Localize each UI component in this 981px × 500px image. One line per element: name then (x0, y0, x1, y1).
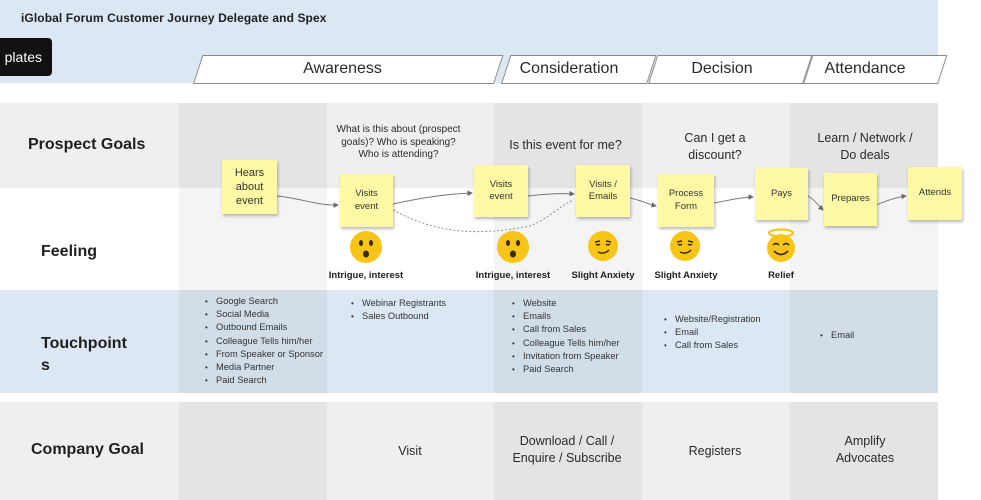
feeling-awareness: Intrigue, interest (328, 270, 404, 281)
list-item: Google Search (205, 295, 323, 308)
row-label-feeling: Feeling (41, 243, 98, 260)
list-item: Website/Registration (664, 313, 761, 326)
sticky-hears-about-event[interactable]: Hears about event (222, 160, 277, 214)
row-label-prospect-goals: Prospect Goals (28, 136, 146, 153)
sticky-attends[interactable]: Attends (908, 167, 962, 220)
company-goal-awareness: Visit (398, 444, 422, 458)
connector-visits-to-visits (392, 190, 473, 205)
list-item: Invitation from Speaker (512, 350, 619, 363)
connector-prepares-to-attends (875, 193, 907, 206)
goal-attendance-line1: Learn / Network / (817, 131, 913, 145)
connector-visits-dotted (392, 199, 575, 233)
row-label-touchpoints-line1: Touchpoint (41, 335, 127, 352)
list-item: Colleague Tells him/her (512, 337, 620, 350)
company-goal-consideration-line2: Enquire / Subscribe (512, 451, 622, 465)
connector-hears-to-visits (276, 195, 339, 208)
list-item: Email (820, 329, 854, 342)
list-item: Call from Sales (664, 339, 761, 352)
sticky-prepares[interactable]: Prepares (824, 173, 877, 226)
page-title: iGlobal Forum Customer Journey Delegate … (21, 11, 327, 25)
goal-decision: Can I get a discount? (650, 130, 780, 164)
goal-decision-line2: discount? (688, 148, 742, 162)
list-item: Media Partner (205, 361, 323, 374)
touchpoints-consideration-list: Website Emails Call from Sales Colleague… (510, 297, 620, 376)
list-item: Paid Search (205, 374, 323, 387)
company-goal-decision: Registers (688, 444, 742, 458)
surprised-face-icon-2 (497, 231, 529, 263)
row-gap (0, 393, 940, 402)
touchpoints-row (0, 290, 938, 393)
list-item: Webinar Registrants (351, 297, 446, 310)
list-item: Website (512, 297, 619, 310)
stage-consideration[interactable]: Consideration (519, 60, 619, 77)
stage-attendance[interactable]: Attendance (824, 60, 906, 77)
sticky-visits-event-2[interactable]: Visits event (474, 165, 528, 217)
list-item: Email (664, 326, 761, 339)
touchpoints-decision-list: Website/Registration Email Call from Sal… (662, 313, 761, 353)
company-goal-attendance: Amplify Advocates (795, 433, 935, 467)
connector-pays-to-prepares (807, 195, 824, 211)
list-item: From Speaker or Sponsor (205, 348, 323, 361)
touchpoints-awareness-list-1: Google Search Social Media Outbound Emai… (203, 295, 323, 388)
row-label-touchpoints-line2: s (41, 357, 50, 374)
templates-button[interactable]: plates (0, 38, 52, 76)
list-item: Call from Sales (512, 323, 619, 336)
smirk-face-icon-2 (670, 231, 700, 261)
halo-smile-face-icon (767, 228, 795, 262)
list-item: Colleague Tells him/her (205, 335, 323, 348)
stage-decision[interactable]: Decision (691, 60, 753, 77)
company-goal-consideration: Download / Call / Enquire / Subscribe (494, 433, 640, 467)
list-item: Paid Search (512, 363, 619, 376)
goal-consideration: Is this event for me? (509, 138, 622, 152)
touchpoints-attendance-list: Email (818, 329, 854, 342)
list-item: Sales Outbound (351, 310, 446, 323)
connector-form-to-pays (713, 194, 754, 204)
feeling-decision: Slight Anxiety (654, 270, 718, 281)
goal-awareness: What is this about (prospect goals)? Who… (336, 124, 461, 160)
sticky-visits-event-1[interactable]: Visits event (340, 174, 393, 227)
goal-attendance-line2: Do deals (840, 148, 890, 162)
smirk-face-icon (588, 231, 618, 261)
list-item: Emails (512, 310, 619, 323)
row-label-company-goal: Company Goal (31, 441, 144, 458)
connector-emails-to-form (629, 197, 657, 208)
list-item: Outbound Emails (205, 321, 323, 334)
company-goal-attendance-line2: Advocates (835, 451, 895, 465)
row-label-touchpoints: Touchpoint s (41, 333, 127, 377)
sticky-visits-emails[interactable]: Visits / Emails (576, 165, 630, 217)
surprised-face-icon (350, 231, 382, 263)
goal-attendance: Learn / Network / Do deals (795, 130, 935, 164)
list-item: Social Media (205, 308, 323, 321)
sticky-pays[interactable]: Pays (755, 168, 808, 220)
goal-decision-line1: Can I get a (684, 131, 746, 145)
touchpoints-awareness-list-2: Webinar Registrants Sales Outbound (349, 297, 446, 324)
header-band (0, 0, 938, 54)
company-goal-consideration-line1: Download / Call / (519, 434, 615, 448)
sticky-process-form[interactable]: Process Form (658, 174, 714, 227)
feeling-consideration-1: Intrigue, interest (475, 270, 551, 281)
company-goal-row (0, 402, 938, 500)
stage-awareness[interactable]: Awareness (303, 60, 382, 77)
connector-visits-to-emails (527, 190, 575, 197)
company-goal-attendance-line1: Amplify (844, 434, 886, 448)
feeling-consideration-2: Slight Anxiety (571, 270, 635, 281)
feeling-relief: Relief (768, 270, 794, 281)
